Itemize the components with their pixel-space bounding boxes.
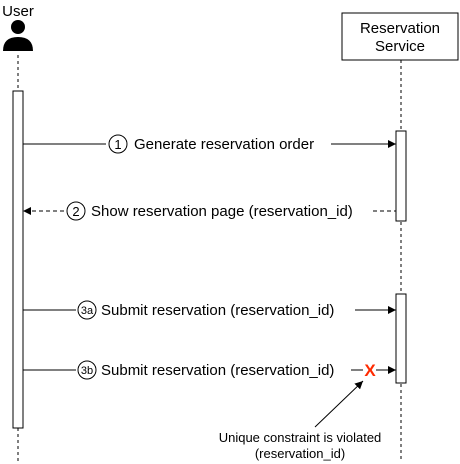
message-3b: 3b Submit reservation (reservation_id) X <box>23 360 396 380</box>
user-actor: User <box>2 3 34 51</box>
constraint-annotation: Unique constraint is violated (reservati… <box>219 380 382 461</box>
message-2-number: 2 <box>72 204 79 219</box>
person-icon <box>3 20 33 51</box>
message-3b-number-circle <box>77 360 97 380</box>
service-label-line1: Reservation <box>360 20 440 37</box>
message-3b-label: Submit reservation (reservation_id) <box>101 362 334 379</box>
message-3b-number: 3b <box>81 365 93 377</box>
message-2-label: Show reservation page (reservation_id) <box>91 203 353 220</box>
failure-x-icon: X <box>364 361 376 380</box>
user-label: User <box>2 3 34 20</box>
service-participant: Reservation Service <box>341 12 459 61</box>
annotation-line2: (reservation_id) <box>255 446 345 461</box>
message-1: 1 Generate reservation order <box>23 134 396 154</box>
message-1-number-circle <box>108 134 128 154</box>
message-1-label: Generate reservation order <box>134 136 314 153</box>
message-3a-label: Submit reservation (reservation_id) <box>101 302 334 319</box>
service-label-line2: Service <box>375 38 425 55</box>
message-3a-number: 3a <box>81 305 94 317</box>
message-3a: 3a Submit reservation (reservation_id) <box>23 300 396 320</box>
annotation-pointer-arrow <box>314 380 364 428</box>
message-3a-number-circle <box>77 300 97 320</box>
service-activation-bar-2 <box>395 293 407 384</box>
annotation-line1: Unique constraint is violated <box>219 430 382 445</box>
service-box <box>341 12 459 61</box>
service-activation-bar-1 <box>395 130 407 222</box>
message-2-number-circle <box>66 201 86 221</box>
message-2: 2 Show reservation page (reservation_id) <box>23 201 396 221</box>
message-1-number: 1 <box>114 137 121 152</box>
user-activation-bar <box>12 90 24 429</box>
